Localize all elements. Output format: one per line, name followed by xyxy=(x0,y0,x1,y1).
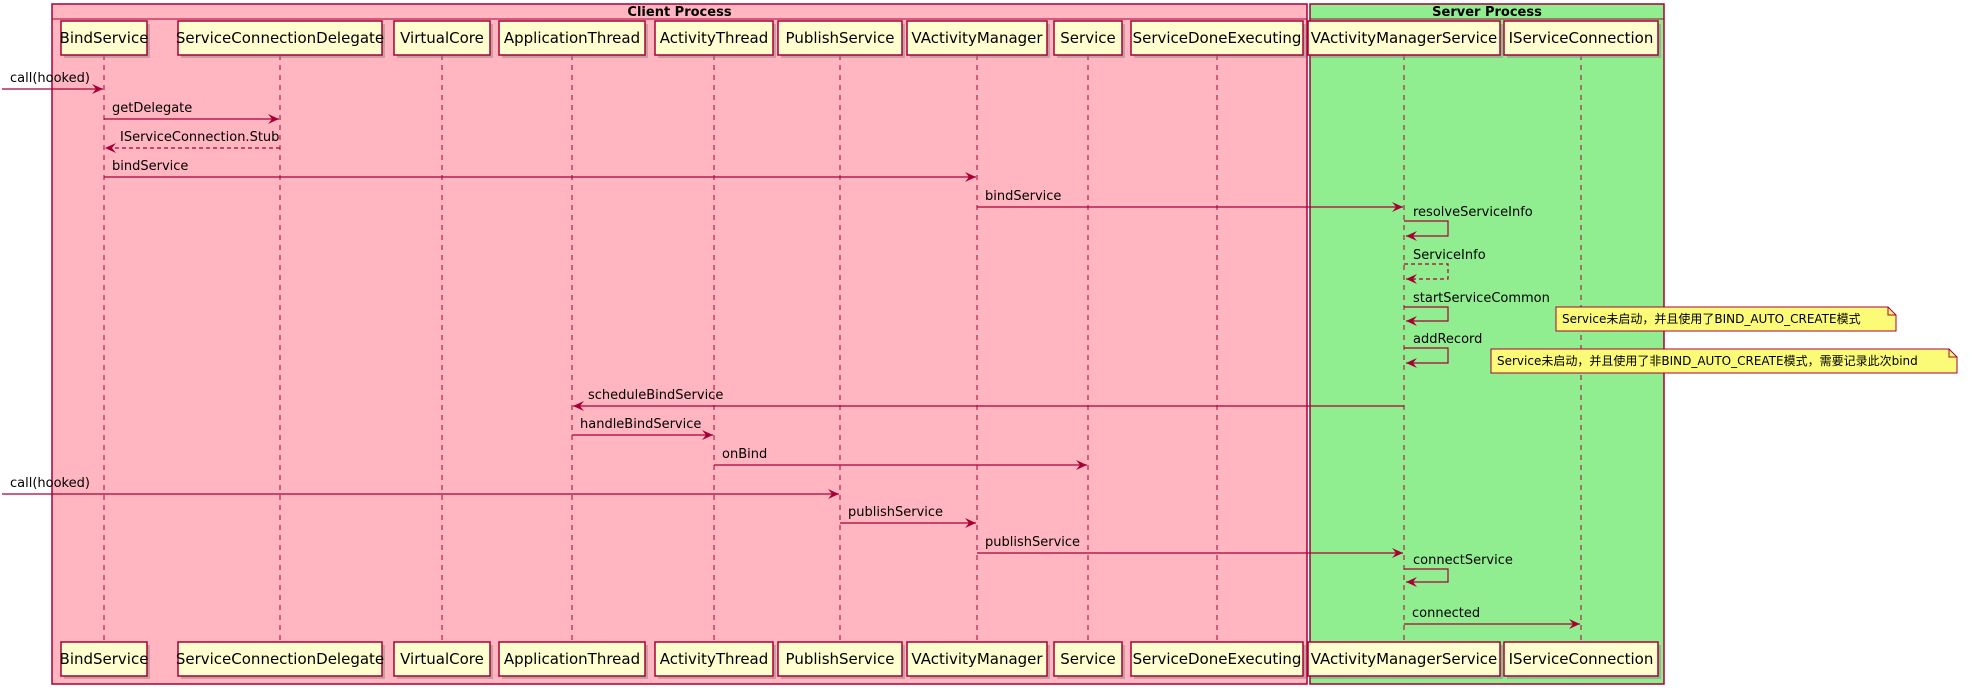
message-label: resolveServiceInfo xyxy=(1413,205,1533,220)
participant-label: Service xyxy=(1060,650,1115,668)
message-label: publishService xyxy=(848,505,943,520)
participant-serviceconnectiondelegate-bottom: ServiceConnectionDelegate xyxy=(176,641,385,679)
participant-bindservice-bottom: BindService xyxy=(60,641,150,679)
message-label: handleBindService xyxy=(580,417,701,432)
participant-label: BindService xyxy=(60,650,149,668)
note-label: Service未启动，并且使用了BIND_AUTO_CREATE模式 xyxy=(1562,311,1861,326)
message-label: call(hooked) xyxy=(10,71,90,86)
participant-label: PublishService xyxy=(786,29,895,47)
participant-publishservice-top: PublishService xyxy=(777,20,905,58)
message-schedulebindservice: scheduleBindService xyxy=(573,388,1404,411)
note: Service未启动，并且使用了BIND_AUTO_CREATE模式 xyxy=(1555,306,1897,332)
message-startservicecommon: startServiceCommon xyxy=(1404,291,1550,326)
message-connected: connected xyxy=(1404,606,1580,629)
group-title-server: Server Process xyxy=(1432,5,1542,20)
note-label: Service未启动，并且使用了非BIND_AUTO_CREATE模式，需要记录… xyxy=(1497,353,1918,368)
participant-applicationthread-bottom: ApplicationThread xyxy=(498,641,648,679)
participant-service-bottom: Service xyxy=(1053,641,1125,679)
participant-label: VirtualCore xyxy=(400,650,484,668)
participant-vactivitymanagerservice-top: VActivityManagerService xyxy=(1307,20,1503,58)
message-call-hooked: call(hooked) xyxy=(2,476,839,499)
participant-label: VActivityManagerService xyxy=(1311,29,1498,47)
message-getdelegate: getDelegate xyxy=(104,101,279,124)
participant-label: VActivityManagerService xyxy=(1311,650,1498,668)
participant-label: ServiceDoneExecuting xyxy=(1133,650,1302,668)
participant-label: VirtualCore xyxy=(400,29,484,47)
participant-label: ApplicationThread xyxy=(504,29,640,47)
participant-label: ServiceDoneExecuting xyxy=(1133,29,1302,47)
message-bindservice: bindService xyxy=(977,189,1403,212)
participant-label: ActivityThread xyxy=(660,29,769,47)
message-call-hooked: call(hooked) xyxy=(2,71,103,94)
message-label: connectService xyxy=(1413,553,1513,568)
participant-activitythread-bottom: ActivityThread xyxy=(654,641,776,679)
participant-label: IServiceConnection xyxy=(1509,29,1654,47)
message-label: publishService xyxy=(985,535,1080,550)
message-onbind: onBind xyxy=(714,447,1087,470)
participant-activitythread-top: ActivityThread xyxy=(654,20,776,58)
message-label: addRecord xyxy=(1413,332,1482,347)
participant-vactivitymanager-top: VActivityManager xyxy=(906,20,1050,58)
message-label: getDelegate xyxy=(112,101,192,116)
participant-iserviceconnection-bottom: IServiceConnection xyxy=(1503,641,1661,679)
participant-label: VActivityManager xyxy=(911,29,1043,47)
message-label: connected xyxy=(1412,606,1480,621)
participant-label: BindService xyxy=(60,29,149,47)
message-label: bindService xyxy=(112,159,188,174)
participant-bindservice-top: BindService xyxy=(60,20,150,58)
note: Service未启动，并且使用了非BIND_AUTO_CREATE模式，需要记录… xyxy=(1490,348,1958,374)
participant-label: ApplicationThread xyxy=(504,650,640,668)
participant-publishservice-bottom: PublishService xyxy=(777,641,905,679)
message-addrecord: addRecord xyxy=(1404,332,1482,368)
message-label: IServiceConnection.Stub xyxy=(120,130,279,145)
participant-label: ActivityThread xyxy=(660,650,769,668)
participant-label: ServiceConnectionDelegate xyxy=(176,650,384,668)
message-bindservice: bindService xyxy=(104,159,976,182)
group-client-process: Client Process xyxy=(51,3,1308,685)
participant-label: VActivityManager xyxy=(911,650,1043,668)
participant-servicedoneexecuting-bottom: ServiceDoneExecuting xyxy=(1130,641,1306,679)
message-handlebindservice: handleBindService xyxy=(572,417,713,440)
participant-vactivitymanagerservice-bottom: VActivityManagerService xyxy=(1307,641,1503,679)
group-server-process: Server Process xyxy=(1309,3,1665,685)
message-label: scheduleBindService xyxy=(588,388,723,403)
participant-label: ServiceConnectionDelegate xyxy=(176,29,384,47)
participant-label: Service xyxy=(1060,29,1115,47)
message-publishservice: publishService xyxy=(840,505,976,528)
message-label: call(hooked) xyxy=(10,476,90,491)
message-label: onBind xyxy=(722,447,767,462)
participant-service-top: Service xyxy=(1053,20,1125,58)
participant-virtualcore-top: VirtualCore xyxy=(393,20,493,58)
participant-serviceconnectiondelegate-top: ServiceConnectionDelegate xyxy=(176,20,385,58)
participant-applicationthread-top: ApplicationThread xyxy=(498,20,648,58)
participant-label: IServiceConnection xyxy=(1509,650,1654,668)
message-connectservice: connectService xyxy=(1404,553,1513,587)
message-label: ServiceInfo xyxy=(1413,248,1486,263)
participant-label: PublishService xyxy=(786,650,895,668)
message-resolveserviceinfo: resolveServiceInfo xyxy=(1404,205,1533,241)
message-publishservice: publishService xyxy=(977,535,1403,558)
participant-servicedoneexecuting-top: ServiceDoneExecuting xyxy=(1130,20,1306,58)
message-label: startServiceCommon xyxy=(1413,291,1550,306)
group-title-client: Client Process xyxy=(627,5,731,20)
message-serviceinfo: ServiceInfo xyxy=(1404,248,1486,284)
participant-iserviceconnection-top: IServiceConnection xyxy=(1503,20,1661,58)
participant-vactivitymanager-bottom: VActivityManager xyxy=(906,641,1050,679)
participant-virtualcore-bottom: VirtualCore xyxy=(393,641,493,679)
message-iserviceconnection-stub: IServiceConnection.Stub xyxy=(105,130,280,153)
message-label: bindService xyxy=(985,189,1061,204)
